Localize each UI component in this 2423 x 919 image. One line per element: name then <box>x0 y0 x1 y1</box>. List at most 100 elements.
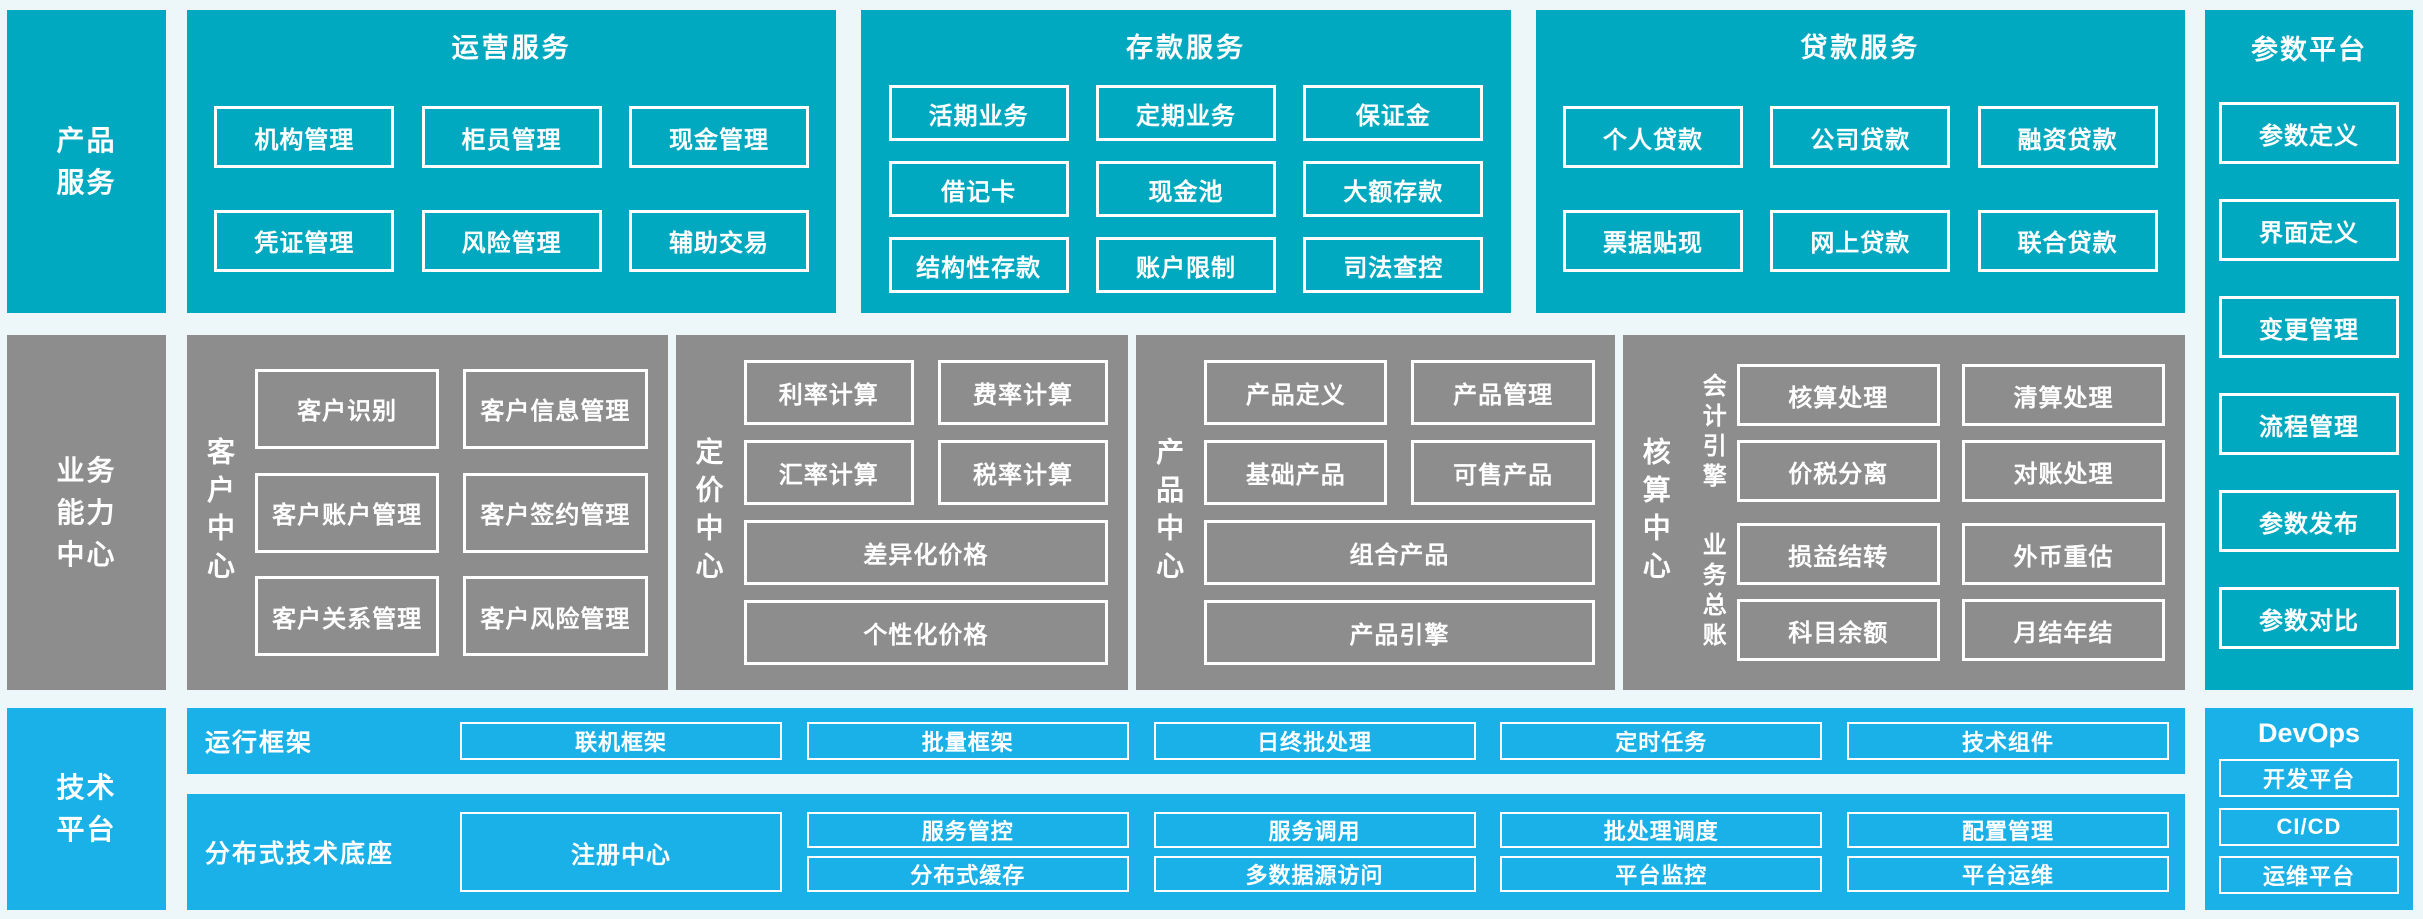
accounting-engine-label: 会计引擎 <box>1698 373 1726 493</box>
runtime-box: 批量框架 <box>806 722 1129 760</box>
loan-box: 融资贷款 <box>1977 106 2158 169</box>
accounting-center-label: 核算中心 <box>1639 436 1671 589</box>
product-box: 产品定义 <box>1204 360 1388 425</box>
devops-box: CI/CD <box>2219 807 2399 846</box>
parameter-box: 参数发布 <box>2219 490 2399 552</box>
loan-panel: 贷款服务 个人贷款 公司贷款 融资贷款 票据贴现 网上贷款 联合贷款 <box>1535 10 2185 313</box>
deposit-title: 存款服务 <box>1125 33 1246 63</box>
deposit-panel: 存款服务 活期业务 定期业务 保证金 借记卡 现金池 大额存款 结构性存款 账户 <box>861 10 1511 313</box>
runtime-box: 联机框架 <box>460 722 782 760</box>
product-box: 基础产品 <box>1204 440 1388 505</box>
base-box-pair: 配置管理 平台运维 <box>1847 812 2169 892</box>
pricing-box-wide: 差异化价格 <box>743 520 1109 585</box>
registry-center-box: 注册中心 <box>460 812 782 892</box>
customer-box: 客户信息管理 <box>463 368 648 449</box>
base-box: 平台监控 <box>1500 856 1823 892</box>
product-services-label: 产品 服务 <box>7 10 166 313</box>
pricing-box-wide: 个性化价格 <box>743 600 1109 665</box>
loan-box: 票据贴现 <box>1562 209 1743 272</box>
operations-box: 风险管理 <box>421 209 602 272</box>
distributed-base-label: 分布式技术底座 <box>205 840 395 868</box>
runtime-box: 定时任务 <box>1500 722 1823 760</box>
runtime-box: 日终批处理 <box>1153 722 1476 760</box>
deposit-box: 保证金 <box>1303 85 1484 141</box>
product-center-label: 产品中心 <box>1153 436 1185 589</box>
product-box: 可售产品 <box>1411 440 1595 505</box>
base-box: 批处理调度 <box>1500 812 1823 848</box>
runtime-framework-label: 运行框架 <box>205 729 314 757</box>
business-ledger-group: 业务总账 损益结转 外币重估 科目余额 月结年结 <box>1687 523 2166 661</box>
devops-box: 运维平台 <box>2219 855 2399 894</box>
base-box: 服务调用 <box>1153 812 1476 848</box>
product-box: 产品管理 <box>1411 360 1595 425</box>
business-capability-label: 业务 能力 中心 <box>7 335 166 690</box>
parameter-platform-panel: 参数平台 参数定义 界面定义 变更管理 流程管理 参数发布 参数对比 <box>2205 10 2413 690</box>
ledger-box: 科目余额 <box>1736 599 1940 661</box>
product-center-panel: 产品中心 产品定义 产品管理 基础产品 可售产品 组合产品 产品引擎 <box>1136 335 1615 690</box>
distributed-base-band: 分布式技术底座 注册中心 服务管控 分布式缓存 服务调用 多数据源访问 批处理调… <box>187 794 2185 910</box>
operations-box: 凭证管理 <box>214 209 395 272</box>
product-services-band: 产品 服务 运营服务 机构管理 柜员管理 现金管理 凭证管理 风险管理 辅助交易 <box>7 10 2185 313</box>
loan-title: 贷款服务 <box>1800 33 1921 63</box>
runtime-box: 技术组件 <box>1847 722 2169 760</box>
technology-platform-label: 技术 平台 <box>7 708 166 910</box>
customer-box: 客户签约管理 <box>463 472 648 553</box>
deposit-box: 定期业务 <box>1095 85 1276 141</box>
runtime-framework-band: 运行框架 联机框架 批量框架 日终批处理 定时任务 技术组件 <box>187 708 2185 774</box>
devops-box: 开发平台 <box>2219 759 2399 798</box>
operations-title: 运营服务 <box>451 33 572 63</box>
pricing-box: 税率计算 <box>937 440 1109 505</box>
accounting-engine-group: 会计引擎 核算处理 清算处理 价税分离 对账处理 <box>1687 364 2166 502</box>
business-capability-band: 业务 能力 中心 客户中心 客户识别 客户信息管理 客户账户管理 客户签约管理 … <box>7 335 2186 690</box>
side-column: 参数平台 参数定义 界面定义 变更管理 流程管理 参数发布 参数对比 DevOp… <box>2205 10 2413 910</box>
parameter-box: 界面定义 <box>2219 199 2399 261</box>
customer-center-label: 客户中心 <box>204 436 235 589</box>
parameter-box: 流程管理 <box>2219 393 2399 455</box>
customer-box: 客户识别 <box>255 368 440 449</box>
base-box-pair: 服务调用 多数据源访问 <box>1153 812 1476 892</box>
deposit-box: 账户限制 <box>1095 237 1276 293</box>
loan-box: 联合贷款 <box>1977 209 2158 272</box>
pricing-center-label: 定价中心 <box>692 436 724 589</box>
accounting-box: 清算处理 <box>1961 364 2166 426</box>
accounting-center-panel: 核算中心 会计引擎 核算处理 清算处理 价税分离 对账处理 <box>1622 335 2186 690</box>
ledger-box: 外币重估 <box>1961 523 2166 585</box>
ledger-box: 月结年结 <box>1961 599 2166 661</box>
parameter-platform-title: 参数平台 <box>2251 35 2367 65</box>
accounting-box: 对账处理 <box>1961 440 2166 502</box>
deposit-box: 借记卡 <box>888 161 1069 217</box>
parameter-box: 变更管理 <box>2219 296 2399 358</box>
product-box-wide: 产品引擎 <box>1204 600 1595 665</box>
pricing-center-panel: 定价中心 利率计算 费率计算 汇率计算 税率计算 差异化价格 个性化价格 <box>675 335 1129 690</box>
deposit-box: 活期业务 <box>888 85 1069 141</box>
base-box: 配置管理 <box>1847 812 2169 848</box>
accounting-box: 价税分离 <box>1736 440 1940 502</box>
operations-box: 机构管理 <box>214 106 395 169</box>
operations-panel: 运营服务 机构管理 柜员管理 现金管理 凭证管理 风险管理 辅助交易 <box>187 10 837 313</box>
deposit-box: 结构性存款 <box>888 237 1069 293</box>
pricing-box: 费率计算 <box>937 360 1109 425</box>
loan-box: 公司贷款 <box>1770 106 1951 169</box>
loan-box: 网上贷款 <box>1770 209 1951 272</box>
ledger-box: 损益结转 <box>1736 523 1940 585</box>
product-box-wide: 组合产品 <box>1204 520 1595 585</box>
base-box: 平台运维 <box>1847 856 2169 892</box>
deposit-box: 现金池 <box>1095 161 1276 217</box>
accounting-box: 核算处理 <box>1736 364 1940 426</box>
base-box-pair: 服务管控 分布式缓存 <box>806 812 1129 892</box>
pricing-box: 汇率计算 <box>743 440 914 505</box>
base-box-pair: 批处理调度 平台监控 <box>1500 812 1823 892</box>
devops-title: DevOps <box>2257 718 2361 748</box>
customer-box: 客户风险管理 <box>463 576 648 657</box>
loan-box: 个人贷款 <box>1562 106 1743 169</box>
parameter-box: 参数对比 <box>2219 587 2399 649</box>
deposit-box: 大额存款 <box>1303 161 1484 217</box>
customer-box: 客户账户管理 <box>255 472 440 553</box>
base-box: 多数据源访问 <box>1153 856 1476 892</box>
base-box: 服务管控 <box>806 812 1129 848</box>
pricing-box: 利率计算 <box>743 360 914 425</box>
operations-box: 辅助交易 <box>628 209 809 272</box>
parameter-box: 参数定义 <box>2219 102 2399 164</box>
main-column: 产品 服务 运营服务 机构管理 柜员管理 现金管理 凭证管理 风险管理 辅助交易 <box>7 10 2186 910</box>
